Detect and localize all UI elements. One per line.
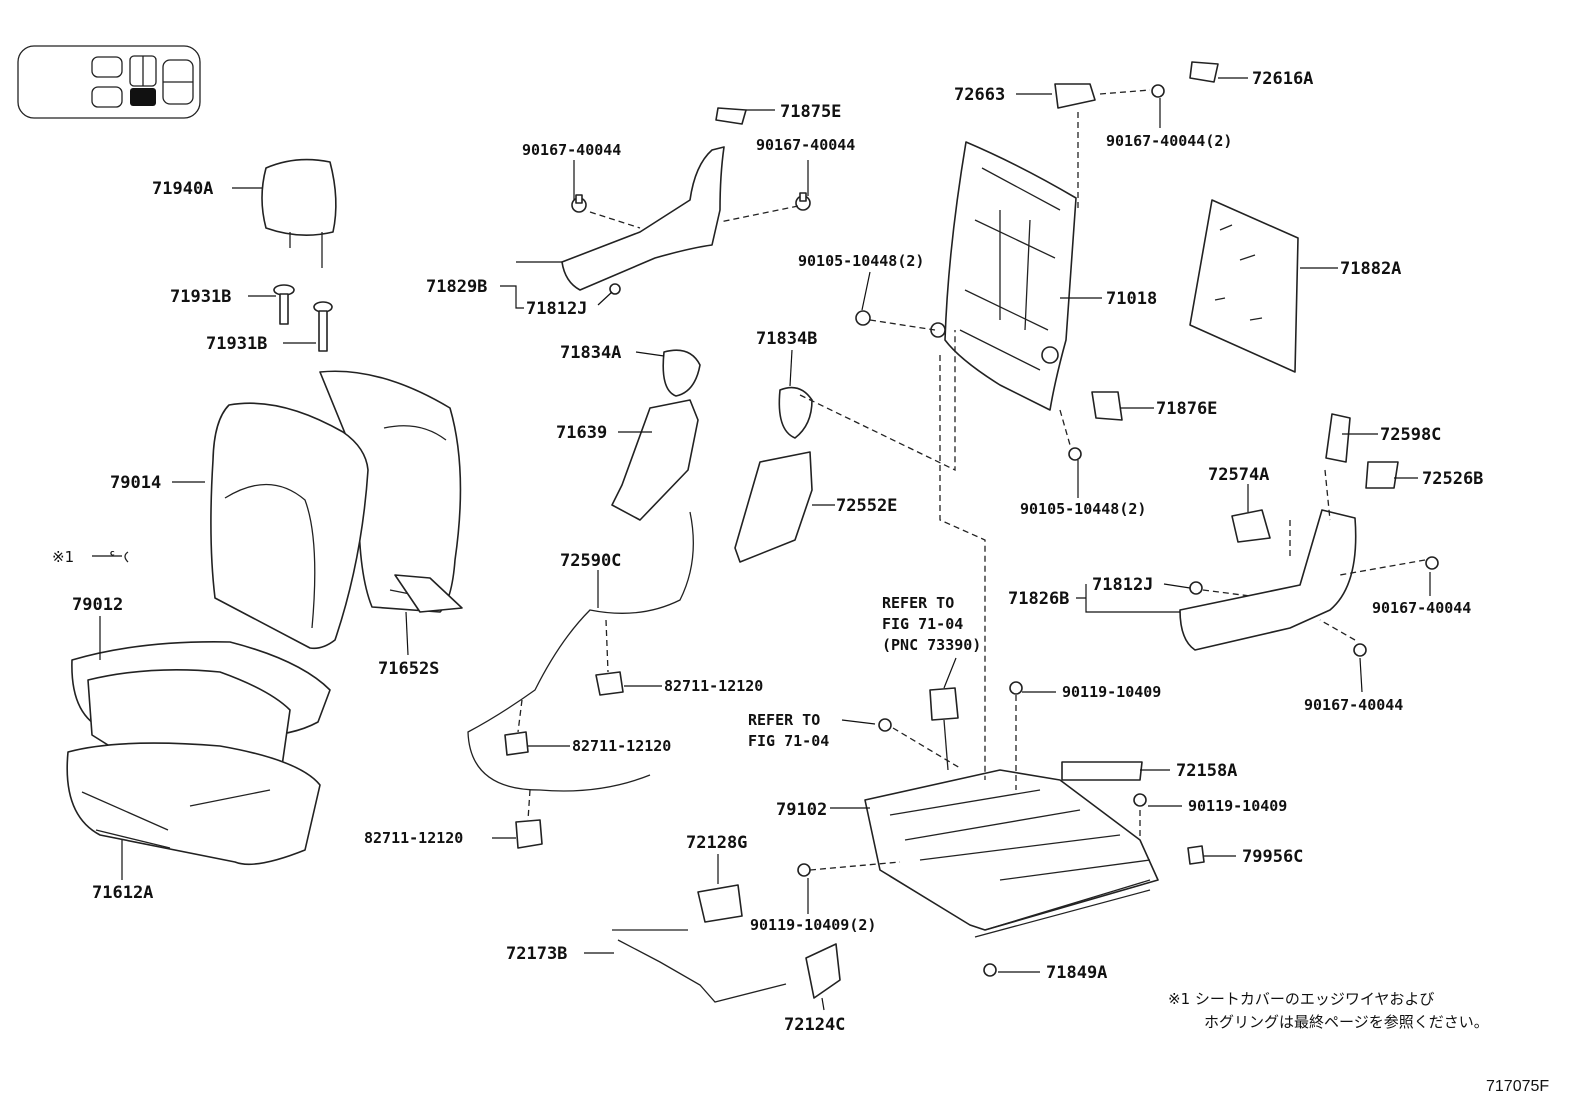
label-72158A: 72158A <box>1176 761 1237 781</box>
label-79956C: 79956C <box>1242 847 1303 867</box>
label-90167-40044: 90167-40044 <box>1304 696 1403 714</box>
label-71612A: 71612A <box>92 883 153 903</box>
label-71875E: 71875E <box>780 102 841 122</box>
label-71882A: 71882A <box>1340 259 1401 279</box>
figure-id: 717075F <box>1486 1078 1549 1095</box>
headrest-shape <box>261 158 337 268</box>
back-board-shape <box>1189 199 1299 373</box>
bolt-shape <box>571 192 811 213</box>
label-90119-10409-2: 90119-10409(2) <box>750 916 876 934</box>
refer-b-line2: FIG 71-04 <box>748 732 829 750</box>
label-71826B: 71826B <box>1008 589 1069 609</box>
label-90167-40044: 90167-40044 <box>1372 599 1471 617</box>
label-72552E: 72552E <box>836 496 897 516</box>
cover-parts-shape <box>611 349 813 563</box>
label-71940A: 71940A <box>152 179 213 199</box>
label-71931B: 71931B <box>206 334 267 354</box>
seat-locator-icon <box>17 45 201 119</box>
label-72173B: 72173B <box>506 944 567 964</box>
label-72574A: 72574A <box>1208 465 1269 485</box>
refer-b-line1: REFER TO <box>748 711 820 729</box>
footnote-line1: ※1 シートカバーのエッジワイヤおよび <box>1168 990 1434 1008</box>
label-71849A: 71849A <box>1046 963 1107 983</box>
label-90167-40044: 90167-40044 <box>522 141 621 159</box>
refer-a-line2: FIG 71-04 <box>882 615 963 633</box>
label-72526B: 72526B <box>1422 469 1483 489</box>
refer-a-line3: (PNC 73390) <box>882 636 981 654</box>
label-71931B: 71931B <box>170 287 231 307</box>
side-cover-parts-shape <box>855 310 1439 657</box>
label-82711-12120: 82711-12120 <box>572 737 671 755</box>
seatback-cover-shape <box>210 370 463 650</box>
seat-track-shape <box>797 681 1205 977</box>
label-82711-12120: 82711-12120 <box>664 677 763 695</box>
label-79102: 79102 <box>776 800 827 820</box>
label-90167-40044-2: 90167-40044(2) <box>1106 132 1232 150</box>
label-71829B: 71829B <box>426 277 487 297</box>
label-71018: 71018 <box>1106 289 1157 309</box>
lower-rod-parts-shape <box>612 884 841 1003</box>
leader-lines <box>92 77 1431 1011</box>
label-82711-12120: 82711-12120 <box>364 829 463 847</box>
label-90167-40044: 90167-40044 <box>756 136 855 154</box>
label-90119-10409: 90119-10409 <box>1062 683 1161 701</box>
label-72590C: 72590C <box>560 551 621 571</box>
label-71834A: 71834A <box>560 343 621 363</box>
seatback-frame-shape <box>930 61 1219 411</box>
headrest-guide-shape <box>273 284 333 352</box>
label-71876E: 71876E <box>1156 399 1217 419</box>
label-90119-10409: 90119-10409 <box>1188 797 1287 815</box>
connection-lines <box>517 89 1426 871</box>
label-72616A: 72616A <box>1252 69 1313 89</box>
seat-cushion-shape <box>66 641 331 866</box>
refer-a-line1: REFER TO <box>882 594 954 612</box>
label-71812J: 71812J <box>1092 575 1153 595</box>
seatback-bracket-shape <box>561 107 811 295</box>
label-71812J: 71812J <box>526 299 587 319</box>
label-72124C: 72124C <box>784 1015 845 1035</box>
label-90105-10448-2: 90105-10448(2) <box>798 252 924 270</box>
label-90105-10448-2: 90105-10448(2) <box>1020 500 1146 518</box>
label-note-mark: ※1 <box>52 548 74 566</box>
label-72128G: 72128G <box>686 833 747 853</box>
release-cable-shape <box>467 511 694 849</box>
label-79014: 79014 <box>110 473 161 493</box>
label-72663: 72663 <box>954 85 1005 105</box>
label-71639: 71639 <box>556 423 607 443</box>
label-72598C: 72598C <box>1380 425 1441 445</box>
label-71834B: 71834B <box>756 329 817 349</box>
footnote-line2: ホグリングは最終ページを参照ください。 <box>1204 1013 1489 1031</box>
label-71652S: 71652S <box>378 659 439 679</box>
label-79012: 79012 <box>72 595 123 615</box>
